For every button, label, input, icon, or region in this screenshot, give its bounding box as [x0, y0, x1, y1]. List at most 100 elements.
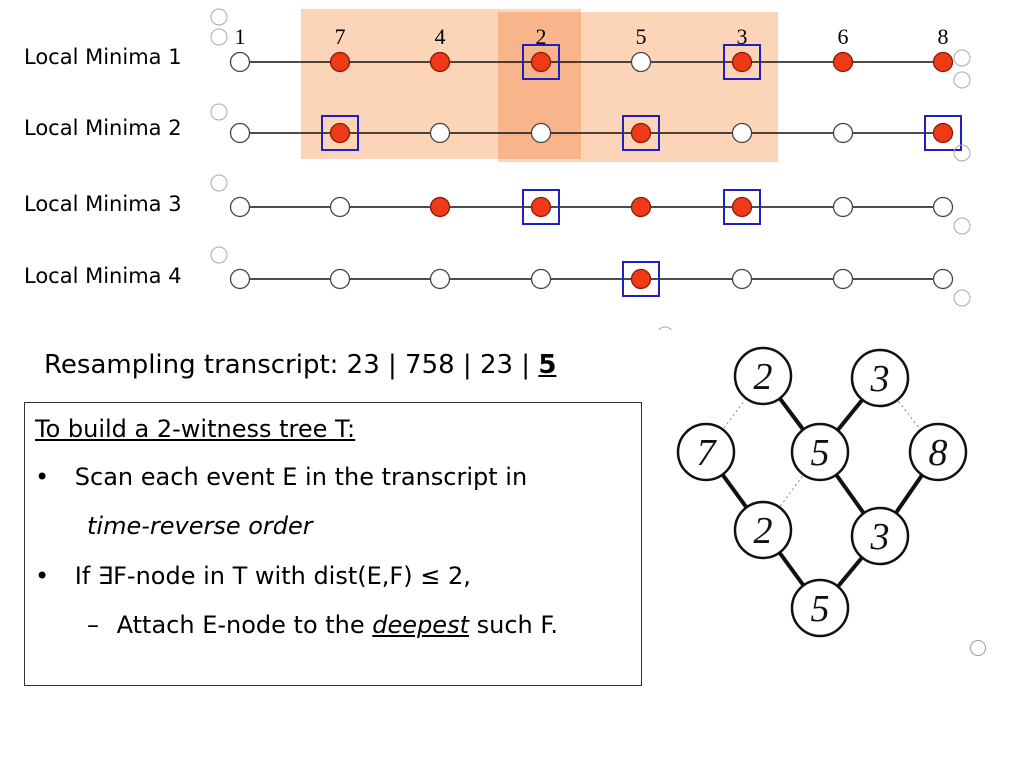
row-label-1: Local Minima 1 — [24, 45, 182, 69]
bullet-dot: • — [35, 562, 50, 590]
selection-box — [622, 261, 660, 297]
selection-box — [924, 115, 962, 151]
decorative-circle — [970, 640, 986, 656]
selection-box — [522, 189, 560, 225]
event-node-empty — [832, 122, 854, 144]
event-node-empty — [229, 196, 251, 218]
transcript-prefix: Resampling transcript: 23 | 758 | 23 | — [44, 350, 539, 380]
event-node-filled — [630, 268, 652, 290]
event-node-filled — [731, 51, 753, 73]
event-node-filled — [630, 122, 652, 144]
event-node-filled — [630, 196, 652, 218]
event-node-empty — [630, 51, 652, 73]
event-node-filled — [329, 122, 351, 144]
event-node-filled — [731, 196, 753, 218]
event-node-filled — [832, 51, 854, 73]
event-node-empty — [229, 51, 251, 73]
column-number: 6 — [838, 24, 849, 49]
event-node-empty — [932, 196, 954, 218]
event-node-empty — [329, 196, 351, 218]
decorative-circle — [953, 217, 971, 235]
decorative-circle — [210, 103, 228, 121]
dash-marker: – — [87, 611, 99, 639]
rows-layer — [229, 44, 962, 297]
decorative-circle — [210, 28, 228, 46]
tree-node — [733, 346, 793, 406]
column-number: 7 — [335, 24, 346, 49]
sub-bullet-prefix: Attach E-node to the — [116, 611, 373, 639]
event-node-empty — [731, 268, 753, 290]
decorative-circle — [210, 174, 228, 192]
decorative-circle — [658, 326, 672, 330]
tree-node — [908, 422, 968, 482]
selection-box — [622, 115, 660, 151]
decorative-circles — [210, 8, 971, 330]
event-node-empty — [932, 268, 954, 290]
tree-node — [790, 578, 850, 638]
event-node-filled — [530, 196, 552, 218]
sub-bullet: – Attach E-node to the deepest such F. — [87, 611, 558, 639]
bullet-2-text: If ∃F-node in T with dist(E,F) ≤ 2, — [74, 562, 471, 590]
event-node-empty — [530, 122, 552, 144]
tree-node-label: 3 — [870, 516, 890, 558]
event-node-empty — [229, 122, 251, 144]
event-node-empty — [329, 268, 351, 290]
event-node-filled — [329, 51, 351, 73]
column-number: 5 — [636, 24, 647, 49]
tree-node — [850, 506, 910, 566]
tree-node-label: 3 — [870, 358, 890, 400]
event-node-empty — [429, 122, 451, 144]
tree-node-label: 5 — [811, 588, 830, 630]
tree-node — [733, 500, 793, 560]
event-node-empty — [429, 268, 451, 290]
sub-bullet-emphasis: deepest — [372, 611, 469, 639]
resampling-transcript: Resampling transcript: 23 | 758 | 23 | 5 — [44, 350, 556, 380]
bullet-1-continuation: time-reverse order — [87, 512, 313, 540]
row-label-4: Local Minima 4 — [24, 264, 182, 288]
bullet-1: • Scan each event E in the transcript in — [35, 463, 527, 491]
column-number: 2 — [536, 24, 547, 49]
tree-node-label: 8 — [929, 432, 948, 474]
selection-box — [321, 115, 359, 151]
selection-box — [723, 44, 761, 80]
event-node-filled — [429, 51, 451, 73]
decorative-circle — [210, 246, 228, 264]
column-number: 8 — [938, 24, 949, 49]
column-number: 4 — [435, 24, 446, 49]
selection-box — [723, 189, 761, 225]
sub-bullet-suffix: such F. — [468, 611, 558, 639]
bullet-1-text: Scan each event E in the transcript in — [74, 463, 528, 491]
selection-box — [522, 44, 560, 80]
tree-node — [676, 422, 736, 482]
tree-node-label: 5 — [811, 432, 830, 474]
local-minima-diagram: 1 7 4 2 5 3 6 8 — [210, 8, 971, 330]
event-node-filled — [429, 196, 451, 218]
tree-node-label: 2 — [754, 510, 773, 552]
decorative-circle — [953, 289, 971, 307]
tree-node-label: 2 — [754, 356, 773, 398]
transcript-last-event: 5 — [538, 350, 557, 380]
event-node-filled — [530, 51, 552, 73]
event-node-filled — [932, 122, 954, 144]
bullet-dot: • — [35, 463, 50, 491]
event-node-empty — [832, 196, 854, 218]
event-node-empty — [530, 268, 552, 290]
event-node-filled — [932, 51, 954, 73]
column-numbers: 1 7 4 2 5 3 6 8 — [235, 24, 949, 49]
tree-edges — [704, 374, 940, 610]
decorative-circle — [953, 144, 971, 162]
bullet-2: • If ∃F-node in T with dist(E,F) ≤ 2, — [35, 562, 471, 590]
tree-node — [850, 348, 910, 408]
tree-node — [790, 422, 850, 482]
column-number: 3 — [737, 24, 748, 49]
column-number: 1 — [235, 24, 246, 49]
event-node-empty — [832, 268, 854, 290]
event-node-empty — [229, 268, 251, 290]
decorative-circle — [953, 49, 971, 67]
decorative-circle — [210, 8, 228, 26]
tree-node-label: 7 — [697, 432, 718, 474]
row-label-2: Local Minima 2 — [24, 116, 182, 140]
